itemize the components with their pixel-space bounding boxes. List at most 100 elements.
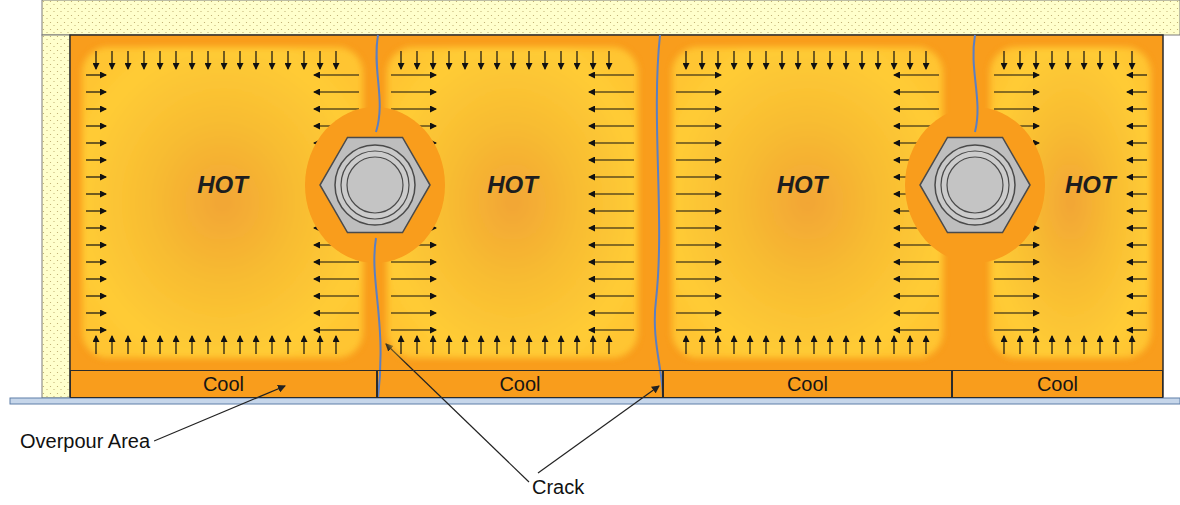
shrinkage-arrow — [845, 336, 846, 354]
shrinkage-arrow — [1127, 312, 1147, 313]
shrinkage-arrow — [512, 51, 513, 69]
overpour-callout: Overpour Area — [20, 430, 150, 452]
shrinkage-arrow — [676, 159, 721, 160]
shrinkage-arrow — [894, 176, 939, 177]
shrinkage-arrow — [335, 51, 336, 69]
shrinkage-arrow — [1019, 51, 1020, 69]
shrinkage-arrow — [676, 125, 721, 126]
shrinkage-arrow — [159, 336, 160, 354]
shrinkage-arrow — [86, 295, 106, 296]
shrinkage-arrow — [676, 278, 721, 279]
hot-zone-shape — [385, 45, 640, 360]
shrinkage-arrow — [676, 261, 721, 262]
shrinkage-arrow — [86, 227, 106, 228]
shrinkage-arrow — [781, 51, 782, 69]
shrinkage-arrow — [143, 336, 144, 354]
hot-zone-fill — [672, 47, 943, 358]
cool-band: Cool — [377, 370, 663, 398]
shrinkage-arrow — [894, 193, 939, 194]
shrinkage-arrow — [877, 336, 878, 354]
shrinkage-arrow — [560, 51, 561, 69]
shrinkage-arrow — [576, 51, 577, 69]
shrinkage-arrow — [335, 336, 336, 354]
shrinkage-arrow — [845, 51, 846, 69]
shrinkage-arrow — [1131, 336, 1132, 354]
shrinkage-arrow — [391, 176, 436, 177]
shrinkage-arrow — [1115, 336, 1116, 354]
shrinkage-arrow — [391, 329, 436, 330]
shrinkage-arrow — [319, 336, 320, 354]
shrinkage-arrow — [496, 51, 497, 69]
shrinkage-arrow — [589, 244, 634, 245]
shrinkage-arrow — [1035, 51, 1036, 69]
shrinkage-arrow — [608, 336, 609, 354]
shrinkage-arrow — [1127, 244, 1147, 245]
band-label: Cool — [499, 373, 540, 395]
shrinkage-arrow — [207, 336, 208, 354]
shrinkage-arrow — [765, 336, 766, 354]
shrinkage-arrow — [143, 51, 144, 69]
base-plate — [10, 398, 1180, 404]
shrinkage-arrow — [994, 125, 1039, 126]
shrinkage-arrow — [496, 336, 497, 354]
shrinkage-arrow — [1127, 278, 1147, 279]
shrinkage-arrow — [391, 142, 436, 143]
shrinkage-arrow — [1115, 51, 1116, 69]
shrinkage-arrow — [589, 227, 634, 228]
shrinkage-arrow — [400, 51, 401, 69]
hot-zone-fill — [990, 47, 1151, 358]
shrinkage-arrow — [894, 227, 939, 228]
shrinkage-arrow — [1127, 74, 1147, 75]
crack-line — [376, 35, 380, 132]
shrinkage-arrow — [676, 210, 721, 211]
hot-zone-shape — [988, 45, 1153, 360]
shrinkage-arrow — [391, 74, 436, 75]
shrinkage-arrow — [391, 159, 436, 160]
shrinkage-arrow — [1127, 176, 1147, 177]
shrinkage-arrow — [391, 210, 436, 211]
shrinkage-arrow — [589, 193, 634, 194]
shrinkage-arrow — [1051, 51, 1052, 69]
shrinkage-arrow — [1127, 227, 1147, 228]
shrinkage-arrow — [1127, 125, 1147, 126]
shrinkage-arrow — [86, 278, 106, 279]
shrinkage-arrow — [127, 51, 128, 69]
shrinkage-arrow — [314, 108, 359, 109]
shrinkage-arrow — [909, 336, 910, 354]
shrinkage-arrow — [592, 51, 593, 69]
shrinkage-arrow — [86, 159, 106, 160]
shrinkage-arrow — [676, 142, 721, 143]
shrinkage-arrow — [314, 244, 359, 245]
shrinkage-arrow — [894, 159, 939, 160]
hot-zone: HOT — [988, 45, 1153, 360]
shrinkage-arrow — [314, 125, 359, 126]
shrinkage-arrow — [1127, 210, 1147, 211]
shrinkage-arrow — [416, 51, 417, 69]
shrinkage-arrow — [608, 51, 609, 69]
shrinkage-arrow — [576, 336, 577, 354]
shrinkage-arrow — [111, 51, 112, 69]
shrinkage-arrow — [464, 336, 465, 354]
shrinkage-arrow — [432, 51, 433, 69]
shrinkage-arrow — [685, 51, 686, 69]
crack-line — [655, 35, 663, 398]
shrinkage-arrow — [589, 278, 634, 279]
shrinkage-arrow — [391, 295, 436, 296]
shrinkage-arrow — [391, 91, 436, 92]
shrinkage-arrow — [314, 159, 359, 160]
shrinkage-arrow — [271, 51, 272, 69]
shrinkage-arrow — [781, 336, 782, 354]
zone-label: HOT — [777, 172, 828, 198]
zone-label: HOT — [197, 172, 248, 198]
shrinkage-arrow — [448, 336, 449, 354]
shrinkage-arrow — [894, 108, 939, 109]
shrinkage-arrow — [733, 336, 734, 354]
shrinkage-arrow — [1099, 51, 1100, 69]
leader-lines — [154, 344, 659, 482]
shrinkage-arrow — [676, 227, 721, 228]
cool-band: Cool — [952, 370, 1163, 398]
shrinkage-arrow — [994, 295, 1039, 296]
shrinkage-arrow — [1099, 336, 1100, 354]
shrinkage-arrow — [861, 51, 862, 69]
